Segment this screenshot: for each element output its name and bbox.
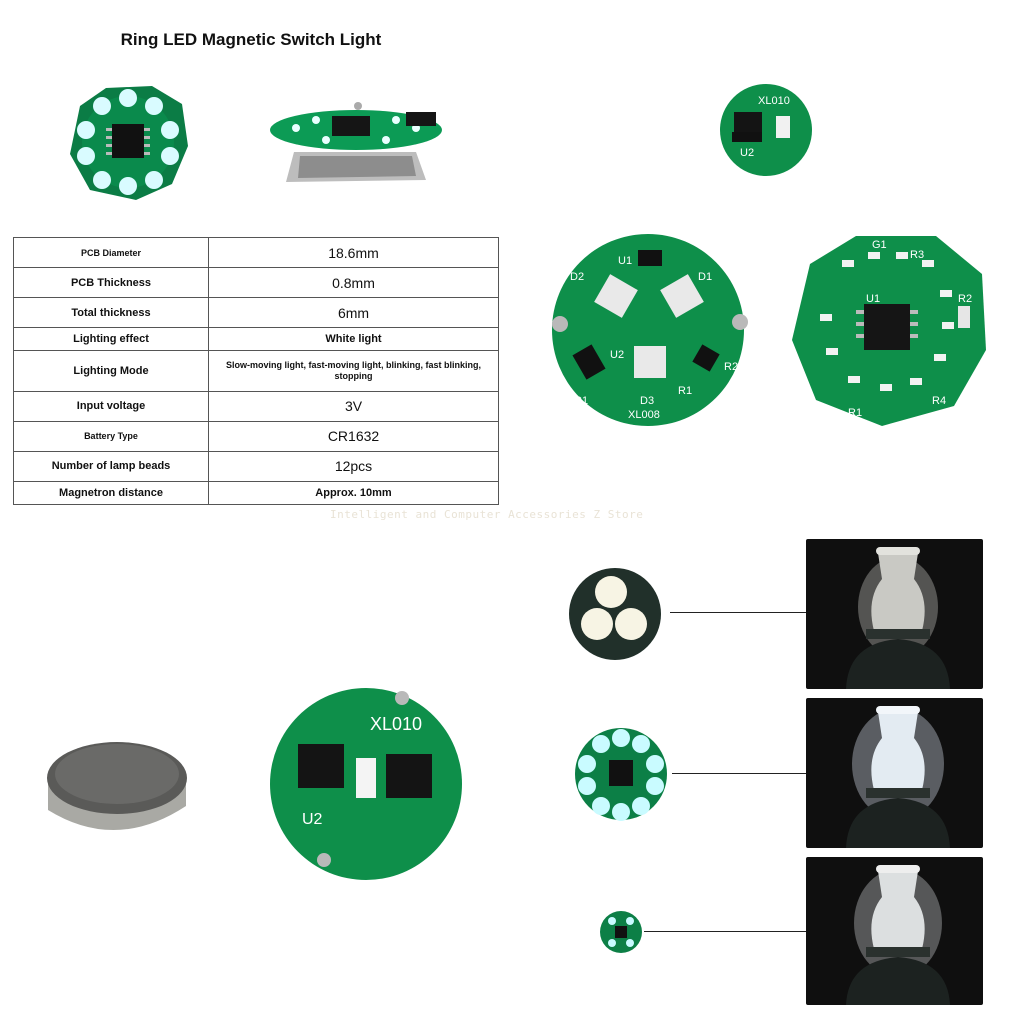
spec-key: Total thickness — [13, 297, 209, 329]
pcb-label-xl010-small: XL010 — [758, 95, 790, 107]
spec-value: 18.6mm — [208, 236, 499, 269]
xl010-small-pcb: XL010 U2 — [720, 84, 812, 176]
xl008-pcb: XL008 U1 D1 D2 D3 U2 R1 R2 C1 — [552, 234, 748, 426]
spec-key: PCB Diameter — [13, 236, 209, 269]
spec-key: Lighting Mode — [13, 350, 209, 392]
pcb-label-u2-xl008: U2 — [610, 349, 624, 361]
pcb-label-u2-large: U2 — [302, 811, 323, 828]
lamp-photo-1 — [806, 539, 983, 689]
spec-value: Slow-moving light, fast-moving light, bl… — [208, 350, 499, 392]
pcb-label-r2-xl008: R2 — [724, 361, 738, 373]
pcb-three-led — [569, 568, 661, 660]
pcb-label-d1: D1 — [698, 271, 712, 283]
pcb-label-g1: G1 — [872, 239, 887, 251]
pcb-label-d2: D2 — [570, 271, 584, 283]
spec-key: Magnetron distance — [13, 480, 209, 506]
xl010-large-pcb: XL010 U2 — [270, 688, 462, 880]
ring-pcb-back: U1 G1 R3 R2 R4 R1 — [792, 236, 986, 426]
spec-value: 3V — [208, 390, 499, 422]
pcb-label-xl008: XL008 — [628, 409, 660, 421]
spec-key: Input voltage — [13, 390, 209, 422]
pcb-label-u2-small: U2 — [740, 147, 754, 159]
spec-value: CR1632 — [208, 420, 499, 452]
spec-key: Lighting effect — [13, 327, 209, 352]
connector-line-3 — [644, 931, 806, 932]
spec-value: 12pcs — [208, 450, 499, 482]
pcb-label-r2-ring: R2 — [958, 293, 972, 305]
pcb-label-r1-ring: R1 — [848, 407, 862, 419]
pcb-label-r3: R3 — [910, 249, 924, 261]
pcb-label-u1-ring: U1 — [866, 293, 880, 305]
connector-line-2 — [672, 773, 806, 774]
lamp-photo-2 — [806, 698, 983, 848]
pcb-label-u1-xl008: U1 — [618, 255, 632, 267]
pcb-ring-lit — [575, 728, 667, 821]
spec-value: Approx. 10mm — [208, 480, 499, 506]
pcb-label-d3: D3 — [640, 395, 654, 407]
pcb-side-photo — [270, 102, 442, 182]
pcb-label-r4: R4 — [932, 395, 946, 407]
spec-key: Number of lamp beads — [13, 450, 209, 482]
spec-key: PCB Thickness — [13, 267, 209, 299]
pcb-label-c1: C1 — [574, 395, 588, 407]
spec-value: 6mm — [208, 297, 499, 329]
page-title: Ring LED Magnetic Switch Light — [120, 30, 382, 49]
spec-key: Battery Type — [13, 420, 209, 452]
ring-pcb-top-photo — [70, 86, 188, 200]
pcb-label-r1: R1 — [678, 385, 692, 397]
pcb-label-xl010-large: XL010 — [370, 714, 422, 734]
watermark: Intelligent and Computer Accessories Z S… — [330, 508, 644, 521]
magnet-photo — [47, 742, 187, 831]
lamp-photo-3 — [806, 857, 983, 1005]
spec-value: White light — [208, 327, 499, 352]
connector-line-1 — [670, 612, 806, 613]
spec-value: 0.8mm — [208, 267, 499, 299]
pcb-tiny — [600, 911, 642, 953]
